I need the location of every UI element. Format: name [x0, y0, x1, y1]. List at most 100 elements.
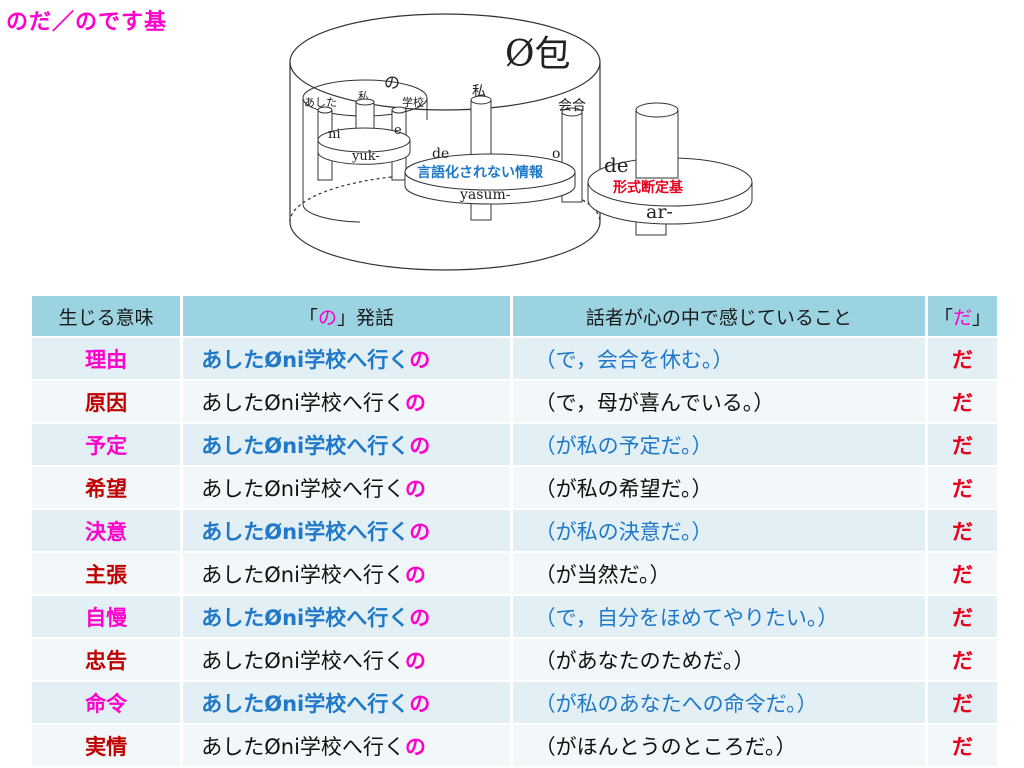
table-row: 希望あしたØni学校へ行くの（が私の希望だ。）だ: [32, 465, 1000, 509]
copula-cell: だ: [926, 551, 1000, 595]
word-gakko: 学校: [402, 95, 424, 109]
sentence-cell: あしたØni学校へ行くの: [181, 379, 513, 423]
word-ashita: あした: [304, 96, 337, 109]
table-row: 主張あしたØni学校へ行くの（が当然だ。）だ: [32, 551, 1000, 595]
header-utterance: 「の」発話: [181, 296, 513, 337]
sentence-cell: あしたØni学校へ行くの: [181, 723, 513, 766]
meaning-cell: 忠告: [32, 637, 184, 681]
table-row: 予定あしたØni学校へ行くの（が私の予定だ。）だ: [32, 422, 1000, 466]
copula-cell: だ: [926, 336, 1000, 380]
copula-cell: だ: [926, 422, 1000, 466]
formal-judgment-label: 形式断定基: [613, 179, 684, 196]
header-utterance-open: 「: [298, 306, 318, 329]
feeling-cell: （が私のあなたへの命令だ。）: [511, 680, 929, 724]
verb-yasum: yasum-: [459, 187, 511, 203]
ar-disc: [587, 102, 753, 236]
outer-label: Ø包: [505, 34, 571, 75]
nominalizer-no: の: [409, 347, 431, 372]
header-utterance-no: の: [317, 306, 337, 329]
meaning-cell: 予定: [32, 422, 184, 466]
copula-cell: だ: [926, 723, 1000, 766]
particle-de-right: de: [604, 153, 629, 177]
unverbalized-info-label: 言語化されない情報: [417, 164, 544, 181]
sentence-cell: あしたØni学校へ行くの: [181, 594, 513, 638]
feeling-cell: （で，会合を休む。）: [511, 336, 929, 380]
verb-yuk: yuk-: [351, 149, 380, 164]
feeling-cell: （があなたのためだ。）: [511, 637, 929, 681]
nominalizer-no: の: [409, 519, 431, 544]
copula-cell: だ: [926, 680, 1000, 724]
feeling-cell: （で，自分をほめてやりたい。）: [511, 594, 929, 638]
nominalizer-no: の: [404, 648, 426, 673]
sentence-stem: あしたØni学校へ行く: [201, 734, 405, 759]
sentence-cell: あしたØni学校へ行くの: [181, 465, 513, 509]
feeling-cell: （がほんとうのところだ。）: [511, 723, 929, 766]
nominalizer-no: の: [409, 605, 431, 630]
meaning-cell: 主張: [32, 551, 184, 595]
particle-o: o: [552, 146, 560, 162]
header-copula-close: 」: [972, 306, 992, 329]
table-row: 忠告あしたØni学校へ行くの（があなたのためだ。）だ: [32, 637, 1000, 681]
slide-title: のだ／のです基: [6, 10, 168, 35]
meaning-cell: 命令: [32, 680, 184, 724]
table-row: 命令あしたØni学校へ行くの（が私のあなたへの命令だ。）だ: [32, 680, 1000, 724]
feeling-cell: （で，母が喜んでいる。）: [511, 379, 929, 423]
nominalizer-no: の: [404, 476, 426, 501]
copula-cell: だ: [926, 379, 1000, 423]
sentence-cell: あしたØni学校へ行くの: [181, 422, 513, 466]
meaning-cell: 決意: [32, 508, 184, 552]
yuk-disc: [317, 127, 411, 165]
table-row: 理由あしたØni学校へ行くの（で，会合を休む。）だ: [32, 336, 1000, 380]
sentence-stem: あしたØni学校へ行く: [201, 519, 410, 544]
feeling-cell: （が私の希望だ。）: [511, 465, 929, 509]
copula-cell: だ: [926, 508, 1000, 552]
table-row: 自慢あしたØni学校へ行くの（で，自分をほめてやりたい。）だ: [32, 594, 1000, 638]
cylinder-diagram: Ø包 の あした 私 学校 ni e yuk- 私 会合 de o: [289, 13, 753, 271]
header-copula-open: 「: [933, 306, 953, 329]
header-meaning: 生じる意味: [32, 296, 184, 337]
particle-de: de: [432, 146, 449, 162]
sentence-stem: あしたØni学校へ行く: [201, 648, 405, 673]
meaning-cell: 実情: [32, 723, 184, 766]
table-header-row: 生じる意味 「の」発話 話者が心の中で感じていること 「だ」: [32, 296, 1000, 337]
nominalizer-no: の: [409, 433, 431, 458]
sentence-cell: あしたØni学校へ行くの: [181, 680, 513, 724]
meaning-cell: 自慢: [32, 594, 184, 638]
word-watashi: 私: [472, 84, 486, 100]
copula-cell: だ: [926, 465, 1000, 509]
sentence-cell: あしたØni学校へ行くの: [181, 336, 513, 380]
particle-e: e: [394, 123, 402, 138]
left-cylinder-label: の: [384, 73, 400, 92]
feeling-cell: （が私の決意だ。）: [511, 508, 929, 552]
header-utterance-close: 」発話: [336, 306, 394, 329]
word-kaigo: 会合: [558, 98, 586, 114]
nominalizer-no: の: [404, 734, 426, 759]
sentence-stem: あしたØni学校へ行く: [201, 476, 405, 501]
table-row: 決意あしたØni学校へ行くの（が私の決意だ。）だ: [32, 508, 1000, 552]
sentence-stem: あしたØni学校へ行く: [201, 433, 410, 458]
meaning-cell: 理由: [32, 336, 184, 380]
nominalizer-no: の: [404, 390, 426, 415]
sentence-stem: あしたØni学校へ行く: [201, 562, 405, 587]
particle-ni: ni: [328, 127, 341, 142]
feeling-cell: （が当然だ。）: [511, 551, 929, 595]
yasum-disc: [404, 153, 576, 205]
header-copula-da: だ: [952, 306, 972, 329]
verb-ar: ar-: [646, 201, 673, 223]
table-row: 原因あしたØni学校へ行くの（で，母が喜んでいる。）だ: [32, 379, 1000, 423]
word-watashi-small: 私: [358, 90, 369, 103]
meaning-table: 生じる意味 「の」発話 話者が心の中で感じていること 「だ」 理由あしたØni学…: [32, 296, 1000, 766]
sentence-stem: あしたØni学校へ行く: [201, 347, 410, 372]
header-feeling: 話者が心の中で感じていること: [511, 296, 929, 337]
meaning-cell: 原因: [32, 379, 184, 423]
sentence-cell: あしたØni学校へ行くの: [181, 508, 513, 552]
sentence-stem: あしたØni学校へ行く: [201, 691, 410, 716]
sentence-stem: あしたØni学校へ行く: [201, 605, 410, 630]
nominalizer-no: の: [404, 562, 426, 587]
sentence-cell: あしたØni学校へ行くの: [181, 551, 513, 595]
sentence-stem: あしたØni学校へ行く: [201, 390, 405, 415]
copula-cell: だ: [926, 594, 1000, 638]
copula-cell: だ: [926, 637, 1000, 681]
sentence-cell: あしたØni学校へ行くの: [181, 637, 513, 681]
header-copula: 「だ」: [926, 296, 1000, 337]
